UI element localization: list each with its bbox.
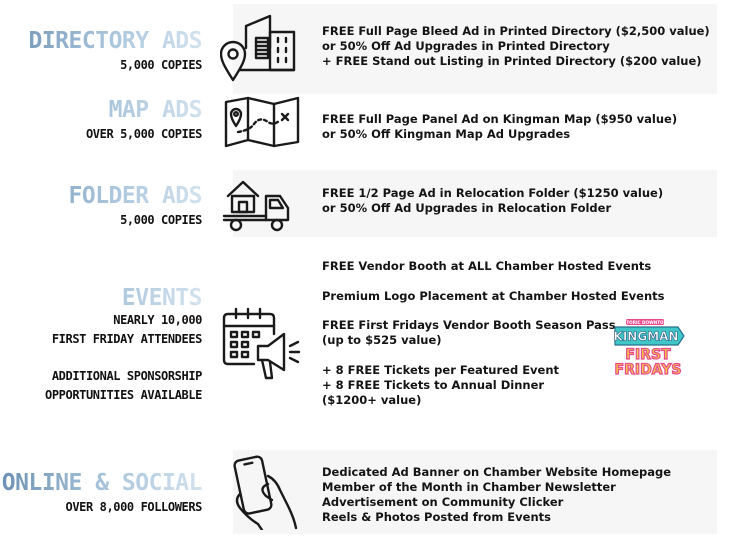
map-offers: FREE Full Page Panel Ad on Kingman Map (…	[322, 112, 677, 142]
directory-offers: FREE Full Page Bleed Ad in Printed Direc…	[322, 24, 710, 69]
directory-title-block: DIRECTORY ADS 5,000 COPIES	[0, 28, 202, 75]
hand-phone-icon	[233, 455, 298, 530]
logo-top-text: HISTORIC DOWNTOWN	[618, 320, 672, 325]
directory-offer-line: or 50% Off Ad Upgrades in Printed Direct…	[322, 39, 610, 53]
events-title-block: EVENTS NEARLY 10,000 FIRST FRIDAY ATTEND…	[0, 285, 202, 405]
events-offer-line: + 8 FREE Tickets per Featured Event	[322, 363, 560, 377]
online-offer-line: Advertisement on Community Clicker	[322, 495, 564, 509]
events-heading: EVENTS	[0, 285, 203, 311]
first-fridays-logo: HISTORIC DOWNTOWN KINGMAN FIRST FRIDAYS	[613, 319, 685, 376]
map-title-block: MAP ADS OVER 5,000 COPIES	[0, 97, 203, 144]
directory-offer-line: + FREE Stand out Listing in Printed Dire…	[322, 54, 702, 68]
logo-middle-text: KINGMAN	[614, 330, 679, 344]
events-sponsorship-line: OPPORTUNITIES AVAILABLE	[45, 388, 202, 402]
events-attendees-line: FIRST FRIDAY ATTENDEES	[51, 332, 203, 346]
events-offer-line: ($1200+ value)	[322, 393, 422, 407]
online-panel	[233, 450, 717, 534]
logo-bottom-text-1: FIRST	[625, 347, 671, 363]
directory-offer-line: FREE Full Page Bleed Ad in Printed Direc…	[322, 24, 710, 38]
calendar-megaphone-icon	[222, 307, 301, 380]
online-heading: ONLINE & SOCIAL	[1, 470, 203, 496]
folder-panel	[233, 170, 717, 237]
folder-title-block: FOLDER ADS 5,000 COPIES	[0, 183, 203, 230]
directory-copies: 5,000 COPIES	[120, 58, 202, 72]
map-offer-line: or 50% Off Kingman Map Ad Upgrades	[322, 127, 571, 141]
folder-offer-line: FREE 1/2 Page Ad in Relocation Folder ($…	[322, 186, 664, 200]
online-offers: Dedicated Ad Banner on Chamber Website H…	[322, 465, 671, 525]
folder-heading: FOLDER ADS	[0, 183, 203, 209]
events-offer-line: FREE First Fridays Vendor Booth Season P…	[322, 318, 616, 332]
events-offer-line: Premium Logo Placement at Chamber Hosted…	[322, 289, 665, 303]
events-attendees-line: NEARLY 10,000	[113, 313, 202, 327]
events-offer-line: FREE Vendor Booth at ALL Chamber Hosted …	[322, 259, 652, 273]
map-offer-line: FREE Full Page Panel Ad on Kingman Map (…	[322, 112, 678, 126]
online-offer-line: Member of the Month in Chamber Newslette…	[322, 480, 616, 494]
directory-heading: DIRECTORY ADS	[0, 28, 202, 54]
map-copies: OVER 5,000 COPIES	[85, 127, 202, 141]
building-location-icon	[220, 14, 296, 82]
folder-offers: FREE 1/2 Page Ad in Relocation Folder ($…	[322, 186, 663, 216]
online-followers: OVER 8,000 FOLLOWERS	[65, 500, 203, 514]
events-offer-line: (up to $525 value)	[322, 333, 442, 347]
folder-copies: 5,000 COPIES	[120, 213, 202, 227]
events-offers: FREE Vendor Booth at ALL Chamber Hosted …	[322, 259, 665, 408]
online-offer-line: Dedicated Ad Banner on Chamber Website H…	[322, 465, 672, 479]
folder-offer-line: or 50% Off Ad Upgrades in Relocation Fol…	[322, 201, 612, 215]
moving-truck-icon	[222, 180, 290, 232]
folded-map-icon	[224, 96, 300, 148]
directory-panel	[233, 4, 717, 94]
logo-bottom-text-2: FRIDAYS	[615, 362, 682, 376]
online-title-block: ONLINE & SOCIAL OVER 8,000 FOLLOWERS	[0, 470, 203, 517]
online-offer-line: Reels & Photos Posted from Events	[322, 510, 551, 524]
events-offer-line: + 8 FREE Tickets to Annual Dinner	[322, 378, 545, 392]
events-sponsorship-line: ADDITIONAL SPONSORSHIP	[51, 369, 203, 383]
map-heading: MAP ADS	[0, 97, 203, 123]
